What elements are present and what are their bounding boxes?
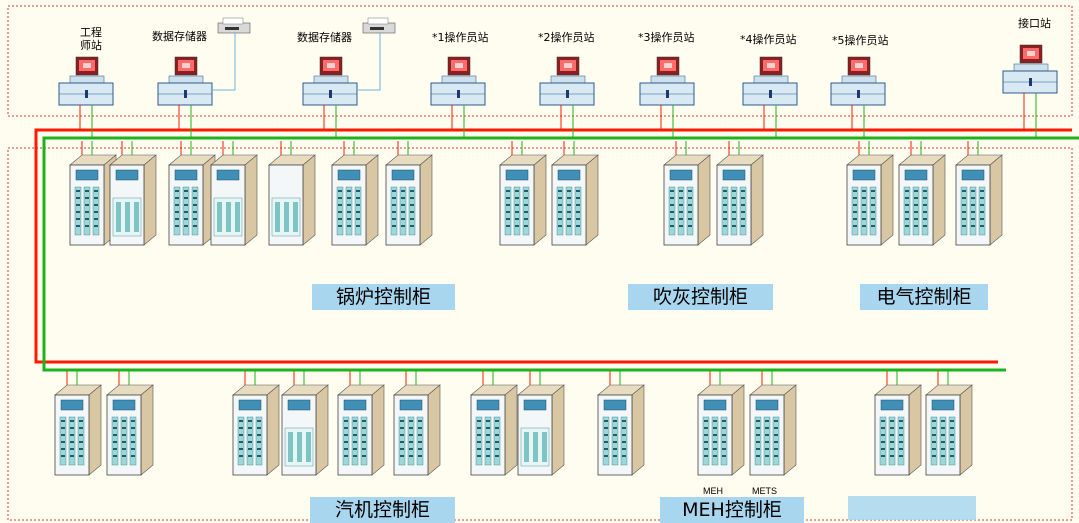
control-cabinet-top-8	[551, 141, 599, 246]
control-cabinet-top-1	[109, 141, 157, 246]
operator-station-0	[58, 56, 114, 138]
control-cabinet-bot-5	[393, 371, 441, 476]
control-cabinet-bot-3	[281, 371, 329, 476]
soot-blower-cabinet-group-label: 吹灰控制柜	[628, 284, 773, 310]
control-cabinet-bot-11	[874, 371, 922, 476]
turbine-cabinet-group-label: 汽机控制柜	[310, 497, 455, 523]
control-cabinet-bot-6	[470, 371, 518, 476]
operator-level-zone	[7, 5, 1073, 117]
control-cabinet-top-12	[898, 141, 946, 246]
control-cabinet-top-0	[69, 141, 117, 246]
operator-station-1	[157, 17, 251, 138]
station-label-op4: *4操作员站	[740, 33, 797, 46]
red-network-bus	[34, 128, 1072, 364]
mets-cabinet-label: METS	[752, 486, 778, 496]
control-cabinet-bot-1	[106, 371, 154, 476]
control-cabinet-top-13	[955, 141, 1003, 246]
station-label-storage-1: 数据存储器	[152, 30, 207, 43]
control-cabinet-bot-8	[597, 371, 645, 476]
operator-station-6	[742, 56, 798, 138]
control-cabinet-bot-7	[517, 371, 565, 476]
meh-cabinet-label: MEH	[703, 486, 723, 496]
operator-station-4	[539, 56, 595, 138]
station-label-op5: *5操作员站	[832, 34, 889, 47]
operator-station-8	[1002, 44, 1058, 138]
control-cabinet-bot-2	[232, 371, 280, 476]
control-cabinet-top-11	[846, 141, 894, 246]
station-label-op1: *1操作员站	[432, 31, 489, 44]
control-cabinet-bot-12	[925, 371, 973, 476]
control-cabinet-top-5	[331, 141, 379, 246]
control-cabinet-bot-0	[54, 371, 102, 476]
control-cabinet-top-6	[385, 141, 433, 246]
blurred-group-label	[848, 496, 976, 520]
station-label-op2: *2操作员站	[538, 31, 595, 44]
operator-station-2	[302, 17, 396, 138]
control-cabinet-top-4	[268, 141, 316, 246]
station-label-op3: *3操作员站	[638, 31, 695, 44]
control-cabinet-top-9	[663, 141, 711, 246]
control-cabinet-top-7	[499, 141, 547, 246]
station-label-engineer: 工程 师站	[80, 26, 102, 52]
operator-station-7	[830, 56, 886, 138]
control-cabinet-top-10	[716, 141, 764, 246]
meh-cabinet-group-label: MEH控制柜	[660, 497, 804, 523]
station-label-interface: 接口站	[1018, 17, 1051, 30]
control-cabinet-top-2	[168, 141, 216, 246]
operator-station-5	[639, 56, 695, 138]
control-level-zone	[7, 147, 1073, 521]
green-network-bus	[42, 136, 1079, 372]
control-cabinet-bot-4	[337, 371, 385, 476]
control-cabinet-top-3	[210, 141, 258, 246]
control-cabinet-bot-9	[697, 371, 745, 476]
electric-cabinet-group-label: 电气控制柜	[860, 284, 988, 310]
boiler-cabinet-group-label: 锅炉控制柜	[312, 284, 455, 310]
control-cabinet-bot-10	[749, 371, 797, 476]
operator-station-3	[430, 56, 486, 138]
station-label-storage-2: 数据存储器	[297, 31, 352, 44]
